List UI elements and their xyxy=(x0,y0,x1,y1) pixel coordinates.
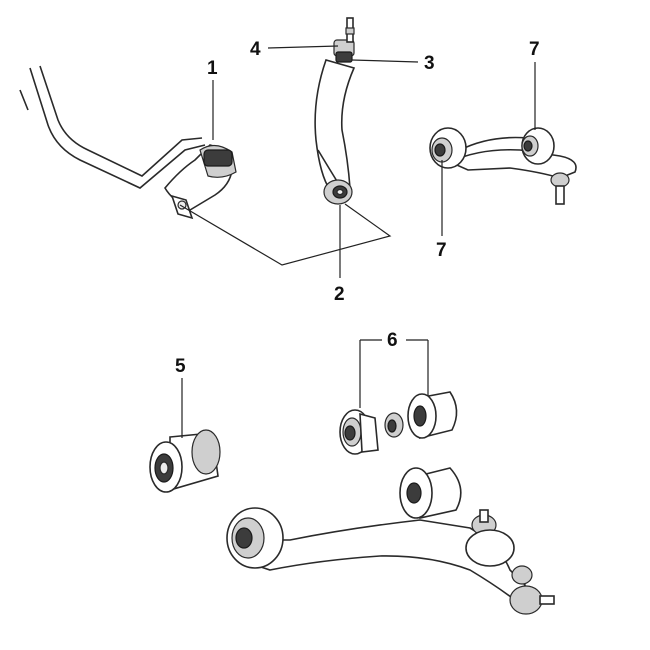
callout-2: 2 xyxy=(334,284,345,305)
lower-control-arm xyxy=(226,467,555,615)
stabilizer-link xyxy=(314,17,356,205)
upper-control-arm xyxy=(429,127,577,205)
callout-7-top: 7 xyxy=(529,39,540,60)
callout-labels: 1 2 3 4 5 6 7 7 xyxy=(175,39,540,377)
leader-3 xyxy=(351,59,419,63)
leader-4 xyxy=(267,45,339,49)
callout-4: 4 xyxy=(250,39,261,60)
callout-5: 5 xyxy=(175,356,186,377)
control-arm-bushing-set-6 xyxy=(339,391,458,455)
control-arm-bushing-5 xyxy=(149,429,221,493)
callout-1: 1 xyxy=(207,58,218,79)
callout-6: 6 xyxy=(387,330,398,351)
leader-6 xyxy=(359,339,429,408)
leader-2 xyxy=(179,203,392,278)
stabilizer-bar xyxy=(19,65,206,189)
callout-3: 3 xyxy=(424,53,435,74)
stabilizer-bushing-clamp xyxy=(164,144,237,220)
leader-lines xyxy=(179,45,536,438)
callout-7-bottom: 7 xyxy=(436,240,447,261)
